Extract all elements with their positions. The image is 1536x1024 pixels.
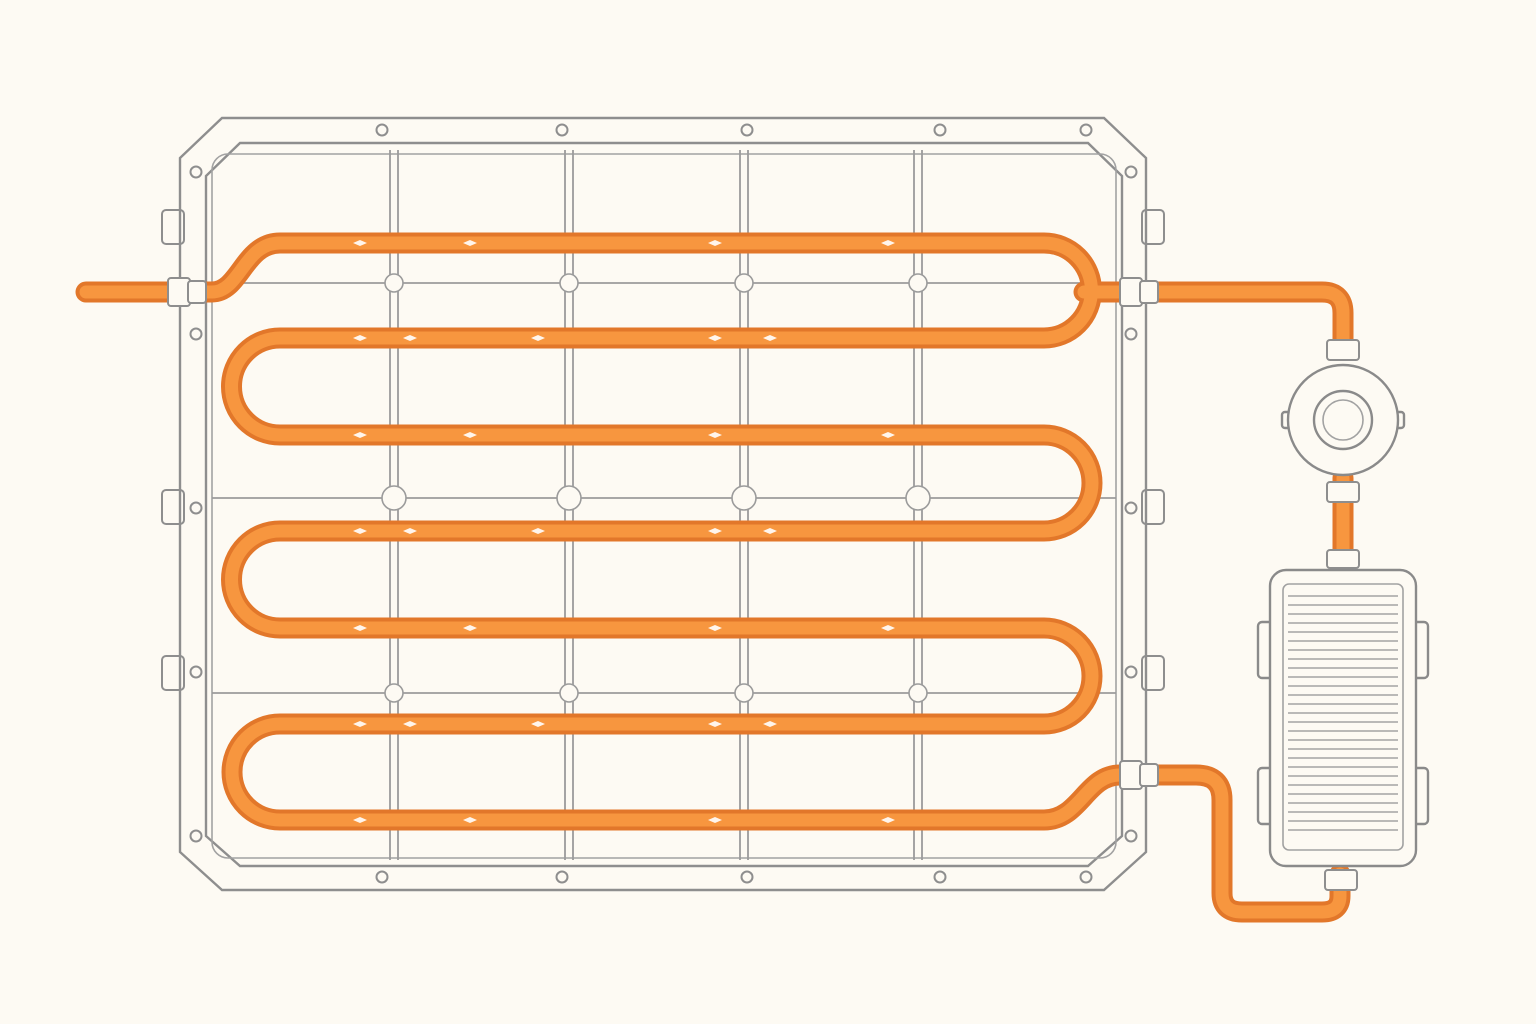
- inlet-fitting-icon: [187, 280, 207, 304]
- radiator-fins: [1288, 595, 1398, 831]
- pipe-glint: [463, 817, 477, 823]
- pipe-glint: [353, 817, 367, 823]
- radiator-fitting: [1324, 869, 1358, 891]
- radiator-fitting: [1326, 549, 1360, 569]
- radiator-icon: [1256, 568, 1430, 868]
- pipe-glint: [763, 721, 777, 727]
- pipe-glint: [708, 817, 722, 823]
- pipe-glint: [403, 721, 417, 727]
- serpentine-cooling-pipe: [75, 232, 1354, 923]
- pipe-glint: [531, 335, 545, 341]
- pipe-glint: [881, 625, 895, 631]
- mount-tab: [1141, 655, 1165, 691]
- pump-icon: [1280, 363, 1406, 477]
- pipe-glint: [463, 240, 477, 246]
- pipe-glint: [353, 240, 367, 246]
- tray-wall: [211, 153, 1117, 859]
- pipe-glint: [353, 721, 367, 727]
- pipe-glint: [763, 528, 777, 534]
- pipe-glint: [708, 432, 722, 438]
- pipe-glint: [708, 625, 722, 631]
- grid-nodes: [381, 273, 931, 703]
- pipe-glint: [403, 335, 417, 341]
- pipe-glint: [463, 432, 477, 438]
- pipe-glint: [708, 335, 722, 341]
- pipe-glint: [353, 625, 367, 631]
- pipe-glint: [763, 335, 777, 341]
- pipe-fittings: [167, 277, 1360, 891]
- pipe-glint: [708, 721, 722, 727]
- pipe-glint: [531, 721, 545, 727]
- mount-tab: [1141, 209, 1165, 245]
- pipe-highlights: [353, 240, 895, 823]
- inlet-fitting-icon: [167, 277, 191, 307]
- mounting-tabs: [161, 209, 1165, 691]
- pipe-glint: [353, 335, 367, 341]
- pump-fitting: [1326, 339, 1360, 361]
- mount-tab: [1141, 489, 1165, 525]
- pipe-glint: [463, 625, 477, 631]
- pipe-glint: [881, 432, 895, 438]
- pump-fitting: [1326, 481, 1360, 503]
- frame-bolts: [189, 123, 1138, 884]
- pipe-glint: [881, 817, 895, 823]
- pipe-glint: [353, 528, 367, 534]
- outlet-fitting-icon: [1139, 763, 1159, 787]
- cell-grid: [212, 150, 1116, 860]
- pipe-glint: [353, 432, 367, 438]
- pipe-fill: [79, 236, 1347, 919]
- outlet-fitting-icon: [1119, 277, 1143, 307]
- mount-tab: [161, 489, 185, 525]
- outlet-fitting-icon: [1139, 280, 1159, 304]
- pipe-glint: [403, 528, 417, 534]
- mount-tab: [161, 655, 185, 691]
- pipe-glint: [531, 528, 545, 534]
- pipe-glint: [881, 240, 895, 246]
- pipe-glint: [708, 240, 722, 246]
- battery-tray: [178, 116, 1148, 892]
- pipe-glint: [708, 528, 722, 534]
- mount-tab: [161, 209, 185, 245]
- outlet-fitting-icon: [1119, 760, 1143, 790]
- tray-outer-frame: [178, 116, 1148, 892]
